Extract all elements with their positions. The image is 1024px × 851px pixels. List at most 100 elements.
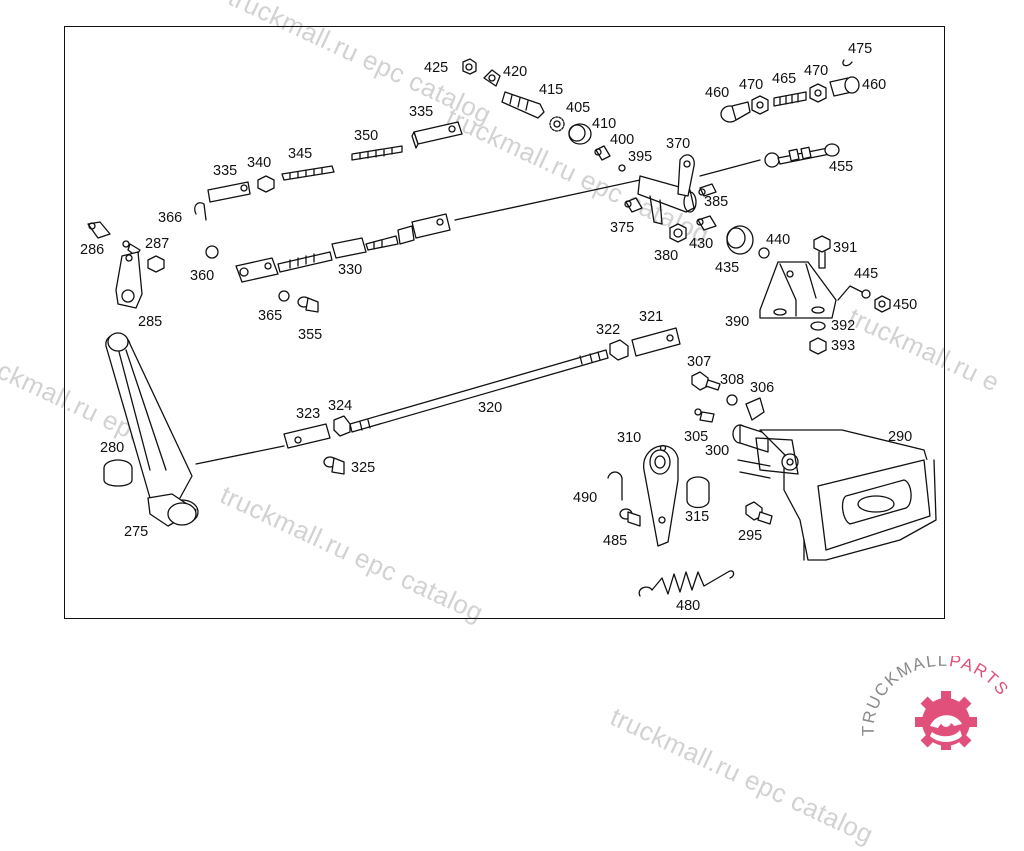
part-390-bracket: [759, 261, 837, 319]
label-405: 405: [566, 100, 590, 116]
part-375-grease-nipple: [624, 197, 643, 213]
part-322-nut: [609, 339, 629, 361]
label-415: 415: [539, 82, 563, 98]
part-480-return-spring: [638, 570, 735, 597]
part-392-washer: [810, 321, 826, 331]
label-285: 285: [138, 314, 162, 330]
parts-diagram: 425 420 415 405 410 400 395 370 335 350 …: [80, 41, 937, 614]
part-465-threaded-rod: [773, 91, 807, 107]
part-305-grease-nipple: [694, 408, 715, 423]
label-321: 321: [639, 309, 663, 325]
part-306-clamp: [745, 397, 765, 421]
label-335: 335: [213, 163, 237, 179]
label-350: 350: [354, 128, 378, 144]
diagram-frame: [64, 26, 945, 619]
part-440-washer: [758, 247, 770, 259]
part-470-nut: [809, 83, 827, 103]
part-286-grease-nipple: [87, 221, 111, 239]
part-420-lock-washer: [483, 69, 501, 87]
part-405-toothed-washer: [549, 116, 565, 132]
label-325: 325: [351, 460, 375, 476]
part-430-nipple: [696, 215, 717, 231]
part-355-clevis-pin: [297, 296, 319, 313]
label-455: 455: [829, 159, 853, 175]
label-420: 420: [503, 64, 527, 80]
part-335-clevis: [207, 181, 251, 203]
part-393-nut: [809, 337, 827, 355]
label-475: 475: [848, 41, 872, 57]
label-435: 435: [715, 260, 739, 276]
part-321-clevis: [631, 327, 681, 357]
label-310: 310: [617, 430, 641, 446]
part-455-ball-rod: [764, 143, 840, 168]
label-390: 390: [725, 314, 749, 330]
label-370: 370: [666, 136, 690, 152]
part-315-bushing: [686, 476, 710, 509]
label-300: 300: [705, 443, 729, 459]
label-360: 360: [190, 268, 214, 284]
label-305: 305: [684, 429, 708, 445]
label-393: 393: [831, 338, 855, 354]
part-310-pedal-arm: [643, 444, 679, 547]
label-400: 400: [610, 132, 634, 148]
part-445-stud: [837, 285, 863, 301]
label-380: 380: [654, 248, 678, 264]
label-485: 485: [603, 533, 627, 549]
label-375: 375: [610, 220, 634, 236]
part-307-bolt: [691, 371, 721, 391]
truckmall-parts-logo: TRUCKMALLPARTS: [859, 656, 1013, 750]
label-366: 366: [158, 210, 182, 226]
label-480: 480: [676, 598, 700, 614]
part-287-nut: [147, 255, 165, 273]
label-440: 440: [766, 232, 790, 248]
label-460: 460: [705, 85, 729, 101]
label-450: 450: [893, 297, 917, 313]
label-308: 308: [720, 372, 744, 388]
label-460: 460: [862, 77, 886, 93]
label-275: 275: [124, 524, 148, 540]
part-320-pull-rod: [349, 349, 609, 433]
label-315: 315: [685, 509, 709, 525]
part-470-nut: [751, 95, 769, 115]
label-470: 470: [804, 63, 828, 79]
part-324-nut: [333, 415, 351, 437]
part-330-adjusting-rod: [235, 213, 451, 283]
label-391: 391: [833, 240, 857, 256]
part-285-lever: [115, 251, 143, 309]
part-290-pedal-housing: [737, 429, 937, 561]
label-322: 322: [596, 322, 620, 338]
gear-icon: [915, 691, 977, 750]
part-490-cotter-pin: [607, 471, 623, 501]
part-410-bushing: [568, 123, 592, 145]
label-340: 340: [247, 155, 271, 171]
part-350-threaded-stud: [351, 145, 403, 161]
label-425: 425: [424, 60, 448, 76]
part-295-bolt: [745, 501, 773, 525]
label-445: 445: [854, 266, 878, 282]
label-430: 430: [689, 236, 713, 252]
label-307: 307: [687, 354, 711, 370]
label-345: 345: [288, 146, 312, 162]
label-295: 295: [738, 528, 762, 544]
label-395: 395: [628, 149, 652, 165]
label-410: 410: [592, 116, 616, 132]
label-306: 306: [750, 380, 774, 396]
part-391-bolt: [813, 235, 831, 269]
part-280-bushing: [103, 459, 133, 487]
label-323: 323: [296, 406, 320, 422]
part-445-washer: [861, 289, 871, 299]
part-370-lever-shaft: [637, 154, 697, 225]
part-485-clevis-pin: [619, 508, 641, 527]
part-340-nut: [257, 175, 275, 193]
label-392: 392: [831, 318, 855, 334]
label-290: 290: [888, 429, 912, 445]
part-365-washer: [278, 290, 290, 302]
part-345-threaded-stud: [281, 165, 335, 181]
label-287: 287: [145, 236, 169, 252]
label-470: 470: [739, 77, 763, 93]
part-435-bushing: [726, 225, 754, 255]
label-324: 324: [328, 398, 352, 414]
part-400-grease-nipple: [594, 145, 611, 161]
logo-text-parts: PARTS: [948, 656, 1013, 699]
label-385: 385: [704, 194, 728, 210]
